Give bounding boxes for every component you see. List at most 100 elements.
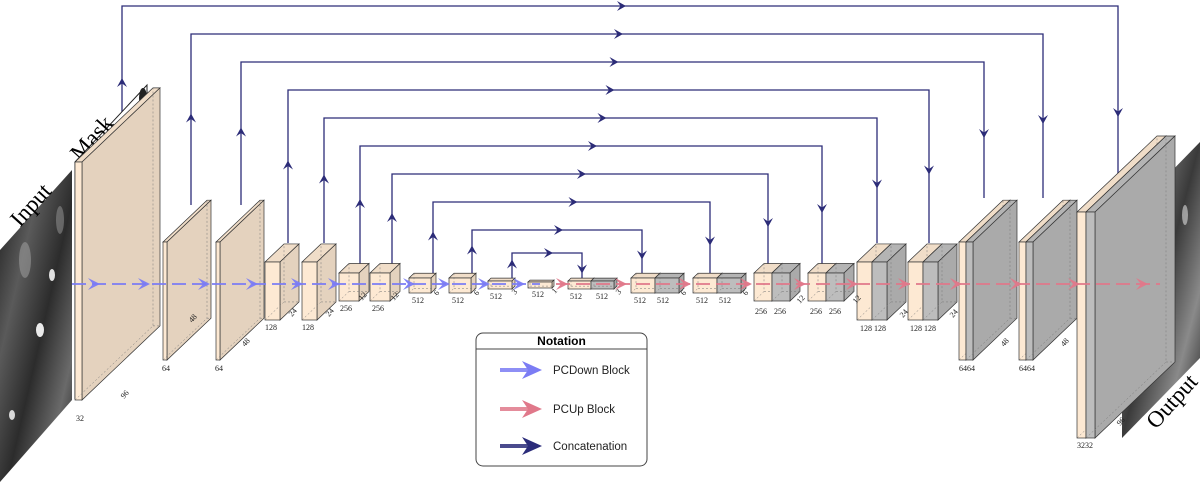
skip-right-arrowhead bbox=[614, 29, 623, 39]
label-enc4-channels: 128 bbox=[265, 323, 277, 332]
block-enc4 bbox=[264, 243, 300, 321]
skip-up-arrowhead bbox=[186, 113, 196, 123]
label-enc1-size: 96 bbox=[119, 388, 131, 400]
label-enc6-size: 12 bbox=[357, 290, 369, 302]
label-dec2-channels: 64 bbox=[1019, 364, 1027, 373]
pcup-arrow bbox=[846, 278, 858, 290]
label-enc7-size: 12 bbox=[389, 290, 401, 302]
skip-down-arrowhead bbox=[979, 129, 989, 138]
skip-down-arrowhead bbox=[817, 204, 827, 213]
pcdown-arrow bbox=[138, 278, 150, 290]
concatenation-arrow-icon bbox=[500, 437, 542, 455]
pcup-arrow bbox=[740, 278, 752, 290]
skip-connection-1 bbox=[117, 1, 1123, 212]
skip-connection-2 bbox=[186, 29, 1048, 205]
skip-connection-7 bbox=[387, 169, 773, 264]
skip-up-arrowhead bbox=[355, 199, 365, 208]
skip-down-arrowhead bbox=[763, 218, 773, 227]
label-enc3-channels: 64 bbox=[215, 364, 223, 373]
label-enc8-size: 6 bbox=[432, 288, 441, 297]
pcup-arrow-icon bbox=[500, 400, 542, 418]
block-enc2 bbox=[162, 199, 212, 361]
block-enc6 bbox=[338, 262, 370, 302]
label-dec3-channels: 64 bbox=[959, 364, 967, 373]
label-enc8-channels: 512 bbox=[412, 296, 424, 305]
legend-item-pcdown-label: PCDown Block bbox=[553, 365, 630, 377]
block-dec2-concat bbox=[1025, 199, 1078, 361]
skip-connection-3 bbox=[236, 57, 989, 205]
input-image bbox=[0, 170, 72, 482]
pcdown-arrow bbox=[291, 278, 303, 290]
skip-connection-6 bbox=[355, 141, 827, 264]
skip-right-arrowhead bbox=[605, 85, 615, 95]
dimension-labels: 32 96 64 48 64 48 128 24 128 24 256 12 2… bbox=[76, 286, 1127, 450]
skip-right-arrowhead bbox=[544, 248, 553, 258]
label-dec9-size: 6 bbox=[679, 288, 688, 297]
pcdown-arrow bbox=[88, 278, 100, 290]
pcup-arrow bbox=[794, 278, 806, 290]
skip-down-arrowhead bbox=[872, 179, 882, 189]
label-enc5-channels: 128 bbox=[302, 323, 314, 332]
pcdown-arrow bbox=[403, 278, 415, 290]
legend-item-pcup: PCUp Block bbox=[500, 400, 615, 418]
label-dec10-channels: 512 bbox=[570, 292, 582, 301]
pcup-arrow bbox=[950, 278, 962, 290]
pcup-arrow bbox=[1136, 278, 1148, 290]
legend-box: Notation PCDown Block PCUp Block Concate… bbox=[475, 332, 648, 467]
label-dec1-size: 96 bbox=[1115, 415, 1127, 427]
legend-item-pcup-label: PCUp Block bbox=[553, 404, 615, 416]
skip-connection-10 bbox=[507, 248, 587, 278]
block-bottleneck bbox=[527, 279, 555, 289]
skip-right-arrowhead bbox=[617, 1, 626, 11]
skip-connections bbox=[117, 1, 1123, 278]
pcup-arrow bbox=[1010, 278, 1022, 290]
label-dec2-channels2: 64 bbox=[1027, 364, 1035, 373]
label-dec2-size: 48 bbox=[1059, 336, 1071, 348]
label-dec8-size: 6 bbox=[741, 288, 750, 297]
label-dec4-channels: 128 bbox=[910, 324, 922, 333]
label-bott-channels: 512 bbox=[532, 290, 544, 299]
pcup-arrow bbox=[898, 278, 910, 290]
legend-item-concatenation-label: Concatenation bbox=[553, 441, 627, 453]
skip-down-arrowhead bbox=[705, 236, 715, 246]
skip-down-arrowhead bbox=[924, 165, 934, 175]
label-dec9-channels: 512 bbox=[634, 296, 646, 305]
skip-right-arrowhead bbox=[609, 57, 619, 67]
block-enc9 bbox=[448, 272, 477, 294]
skip-connection-8 bbox=[428, 197, 715, 273]
main-flow-arrows bbox=[72, 278, 1160, 290]
block-dec6-concat bbox=[825, 262, 855, 302]
skip-up-arrowhead bbox=[387, 213, 397, 222]
pcdown-arrow-icon bbox=[500, 361, 542, 379]
skip-up-arrowhead bbox=[117, 78, 127, 87]
legend-item-concatenation: Concatenation bbox=[500, 437, 627, 455]
skip-right-arrowhead bbox=[568, 197, 578, 207]
skip-down-arrowhead bbox=[1113, 108, 1123, 117]
label-dec3-channels2: 64 bbox=[967, 364, 975, 373]
label-dec1-channels: 32 bbox=[1077, 441, 1085, 450]
block-enc7 bbox=[369, 262, 401, 302]
label-enc1-channels: 32 bbox=[76, 414, 84, 423]
skip-up-arrowhead bbox=[428, 231, 438, 241]
pcup-arrow bbox=[556, 278, 568, 290]
label-dec10-size: 3 bbox=[614, 287, 623, 296]
block-enc1 bbox=[74, 87, 161, 401]
label-dec8-channels: 512 bbox=[696, 296, 708, 305]
skip-up-arrowhead bbox=[283, 160, 293, 170]
pcup-arrow bbox=[1068, 278, 1080, 290]
label-bott-size: 1 bbox=[550, 286, 559, 295]
label-enc4-size: 24 bbox=[287, 306, 299, 318]
label-dec6-channels: 256 bbox=[810, 307, 822, 316]
label-dec10-channels2: 512 bbox=[596, 292, 608, 301]
label-dec3-size: 48 bbox=[999, 336, 1011, 348]
label-dec5-size: 24 bbox=[898, 307, 910, 319]
skip-connection-4 bbox=[283, 85, 934, 243]
pcdown-arrow bbox=[438, 278, 450, 290]
block-dec1-concat bbox=[1085, 135, 1176, 439]
pcdown-arrow bbox=[513, 278, 525, 290]
label-dec6-channels2: 256 bbox=[829, 307, 841, 316]
pcup-arrow bbox=[615, 278, 627, 290]
pcdown-arrow bbox=[478, 278, 490, 290]
skip-connection-5 bbox=[319, 113, 882, 243]
pcdown-arrow bbox=[328, 278, 340, 290]
